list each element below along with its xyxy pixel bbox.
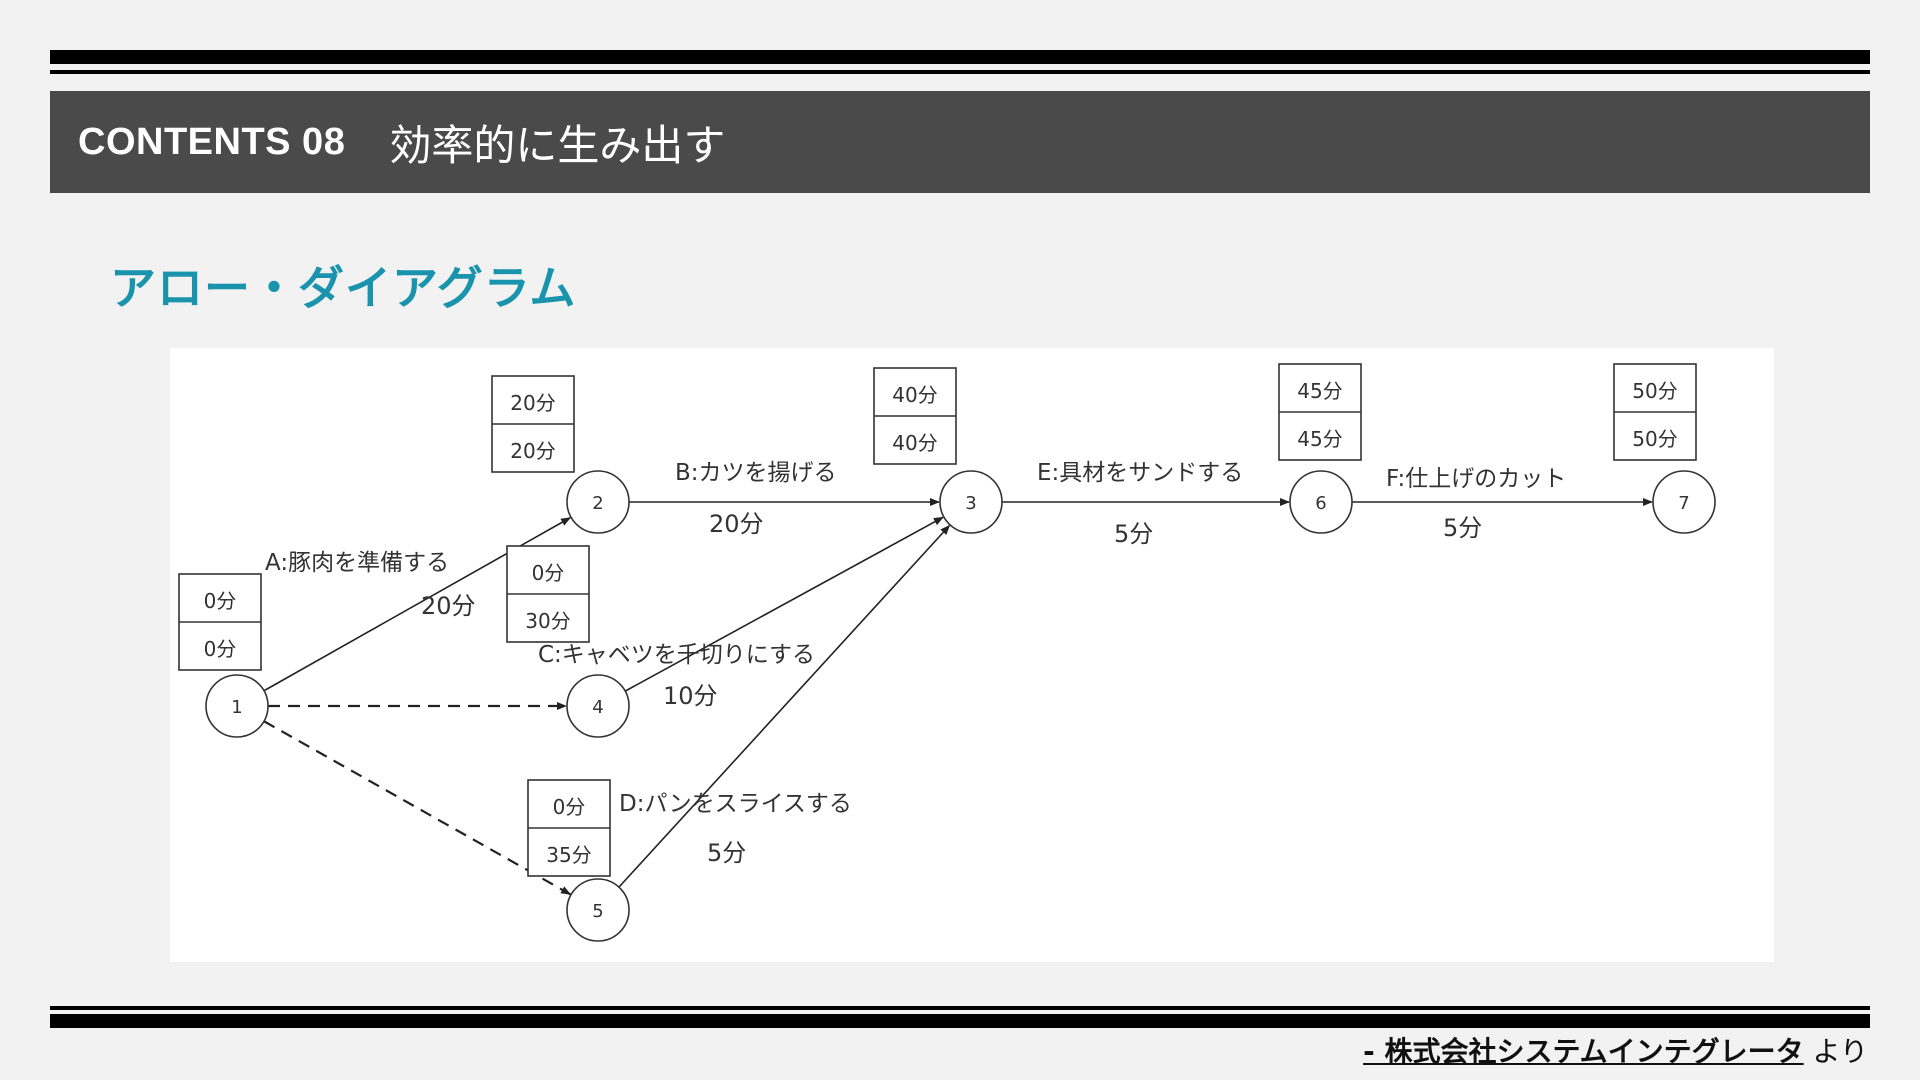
event-node: 7 [1652,470,1716,534]
top-rule-thick [50,50,1870,64]
activity-duration: 20分 [709,510,764,538]
time-box: 0分 30分 [506,545,590,643]
earliest-time: 40分 [892,383,937,407]
time-box: 0分 0分 [178,573,262,671]
bottom-rule-thick [50,1014,1870,1028]
latest-time: 45分 [1297,427,1342,451]
event-node: 2 [566,470,630,534]
earliest-time: 45分 [1297,379,1342,403]
activity-label: F:仕上げのカット [1386,466,1566,492]
event-node-number: 1 [231,697,242,718]
top-rule-thin [50,70,1870,74]
event-node-circle [566,674,630,738]
event-node: 3 [939,470,1003,534]
event-node-number: 4 [592,697,603,718]
activity-label: C:キャベツを千切りにする [538,642,815,668]
event-node-circle [939,470,1003,534]
earliest-time: 50分 [1632,379,1677,403]
activity-duration: 5分 [1443,514,1482,542]
activity-duration: 5分 [1114,520,1153,548]
activity-duration: 20分 [421,592,476,620]
event-node-number: 7 [1678,493,1689,514]
activity-label: E:具材をサンドする [1037,460,1243,486]
activity-duration: 10分 [663,682,718,710]
event-node: 6 [1289,470,1353,534]
header-bar: CONTENTS 08 効率的に生み出す [50,91,1870,193]
latest-time: 35分 [546,843,591,867]
latest-time: 50分 [1632,427,1677,451]
contents-label: CONTENTS 08 [78,120,346,163]
earliest-time: 0分 [532,561,565,585]
earliest-time: 0分 [553,795,586,819]
activity-label: D:パンをスライスする [619,791,852,817]
header-title: 効率的に生み出す [389,120,726,170]
credit-suffix: より [1803,1035,1868,1068]
time-box: 50分 50分 [1613,363,1697,461]
event-node-number: 2 [592,493,603,514]
event-node-number: 5 [592,901,603,922]
activity-label: B:カツを揚げる [675,460,837,486]
footer-credit: - 株式会社システムインテグレータ より [1363,1030,1868,1070]
time-box: 45分 45分 [1278,363,1362,461]
event-node-circle [566,470,630,534]
latest-time: 0分 [204,637,237,661]
dummy-arrow [263,720,572,896]
event-node-circle [1652,470,1716,534]
activity-arrow [618,524,951,888]
event-node: 1 [205,674,269,738]
event-node-circle [566,878,630,942]
event-node: 4 [566,674,630,738]
credit-link[interactable]: - 株式会社システムインテグレータ [1363,1035,1804,1068]
latest-time: 30分 [525,609,570,633]
activity-duration: 5分 [707,839,746,867]
latest-time: 40分 [892,431,937,455]
time-box: 0分 35分 [527,779,611,877]
activity-arrow [624,516,944,692]
activity-label: A:豚肉を準備する [265,550,449,576]
bottom-rule-thin [50,1006,1870,1010]
event-node-circle [205,674,269,738]
event-node: 5 [566,878,630,942]
section-title: アロー・ダイアグラム [110,261,577,315]
arrow-diagram: A:豚肉を準備する20分B:カツを揚げる20分C:キャベツを千切りにする10分D… [178,363,1716,942]
earliest-time: 20分 [510,391,555,415]
earliest-time: 0分 [204,589,237,613]
time-box: 20分 20分 [491,375,575,473]
latest-time: 20分 [510,439,555,463]
event-node-number: 3 [965,493,976,514]
event-node-number: 6 [1315,493,1326,514]
time-box: 40分 40分 [873,367,957,465]
event-node-circle [1289,470,1353,534]
